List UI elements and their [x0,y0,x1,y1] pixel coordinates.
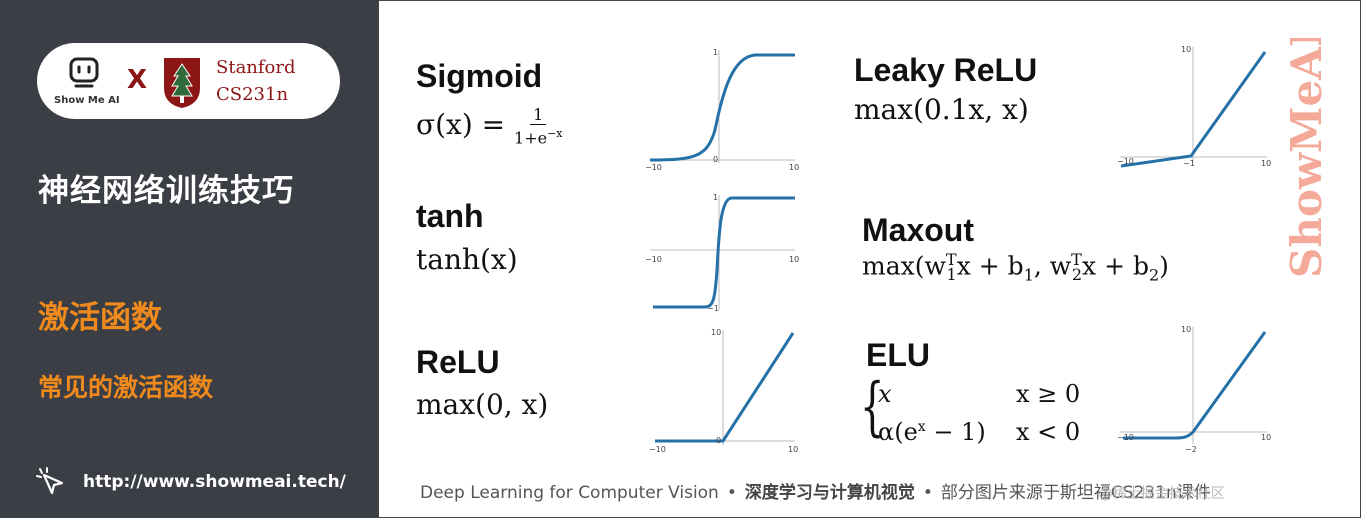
elu-tick-ytop: 10 [1181,325,1191,334]
leaky-tick-mid: −1 [1183,159,1195,168]
maxout-part4: x + b [1082,251,1149,281]
maxout-sup2: T [1071,250,1082,269]
elu-plot: −10 10 10 −2 [1115,322,1280,461]
leaky-relu-formula: max(0.1x, x) [854,93,1029,126]
maxout-sup1: T [945,250,957,269]
footer-sep-2: • [922,483,933,503]
relu-tick-origin: 0 [716,436,721,445]
watermark-text: ShowMeAI [1285,38,1331,278]
elu-tick-xmin: −10 [1117,433,1134,442]
cursor-click-icon [36,467,64,495]
relu-curve [655,332,795,443]
elu-row2-exp: x [917,419,926,435]
section-heading: 激活函数 [38,300,162,336]
leaky-relu-title: Leaky ReLU [854,52,1038,88]
stanford-name: Stanford [216,57,296,78]
tanh-tick-xmax: 10 [789,255,799,264]
relu-formula: max(0, x) [416,388,549,421]
maxout-part3: , w [1033,251,1072,281]
sigmoid-tick-origin: 0 [713,155,718,164]
tanh-tick-ytop: 1 [713,193,718,202]
sigmoid-tick-xmin: −10 [645,163,662,172]
tanh-plot: −10 10 1 −1 [645,190,805,319]
elu-row2-expr: α(ex − 1) [878,418,986,446]
maxout-part2: x + b [956,251,1024,281]
footer-source-note: 部分图片来源于斯坦福CS231n课件 [940,483,1211,503]
leaky-curve [1120,51,1267,168]
site-url-link[interactable]: http://www.showmeai.tech/ [83,472,346,492]
sigmoid-lhs: σ(x) = [416,108,515,142]
maxout-sub1: 1 [946,265,957,285]
elu-tick-mid: −2 [1185,445,1197,454]
sigmoid-denominator: 1+e−x [514,125,562,147]
showmeai-watermark: ShowMeAI [1285,38,1331,278]
elu-title: ELU [866,337,930,373]
relu-title: ReLU [416,344,500,380]
leaky-tick-ytop: 10 [1181,45,1191,54]
sigmoid-tick-xmax: 10 [789,163,799,172]
relu-tick-xmax: 10 [788,445,798,454]
footer: Deep Learning for Computer Vision • 深度学习与计… [420,478,1225,503]
page-title: 神经网络训练技巧 [38,173,294,209]
maxout-formula: max(wT1x + b1, wT2x + b2) [862,250,1169,284]
elu-row2-cond: x < 0 [1016,418,1081,446]
sigmoid-plot: −10 10 1 0 [645,45,805,179]
sigmoid-numerator: 1 [530,106,547,125]
logo-text: Show Me AI [54,95,120,106]
footer-course-en: Deep Learning for Computer Vision [420,483,719,503]
sigmoid-den-base: 1+e [514,128,548,148]
maxout-part1: max(w [862,251,946,281]
elu-row2-alpha: α(e [878,418,918,446]
maxout-part5: ) [1159,251,1169,281]
robot-logo-icon [69,57,99,88]
footer-sep-1: • [726,483,737,503]
collab-x-mark: X [127,65,148,95]
relu-tick-xmin: −10 [649,445,666,454]
maxout-sub-b1: 1 [1023,265,1034,285]
leaky-relu-plot: −10 10 10 −1 [1115,42,1280,181]
subsection-heading: 常见的激活函数 [38,373,214,402]
leaky-tick-xmin: −10 [1117,157,1134,166]
elu-row1-expr: x [878,380,892,408]
relu-plot: −10 10 10 0 [645,325,805,459]
maxout-sub-b2: 2 [1148,265,1160,285]
maxout-title: Maxout [862,212,974,248]
sigmoid-curve [649,53,795,162]
leaky-tick-xmax: 10 [1261,159,1271,168]
footer-platform-watermark: @稀土掘金技术社区 [1098,486,1225,502]
tanh-title: tanh [416,198,484,234]
elu-row2-rest: − 1) [925,418,986,446]
stanford-tree-icon [164,58,200,108]
tanh-curve [653,196,795,309]
elu-tick-xmax: 10 [1261,433,1271,442]
elu-brace: { [860,370,885,444]
sigmoid-title: Sigmoid [416,58,543,94]
stanford-course: CS231n [216,84,289,105]
sigmoid-tick-ytop: 1 [713,48,718,57]
tanh-tick-ybot: −1 [707,304,719,313]
tanh-formula: tanh(x) [416,243,518,276]
sidebar: Show Me AI X Stanford CS231n 神经网络训练技巧 激活… [0,0,378,518]
sigmoid-den-exp: −x [547,127,563,140]
maxout-sub2: 2 [1071,265,1083,285]
tanh-tick-xmin: −10 [645,255,662,264]
relu-tick-ytop: 10 [711,328,721,337]
elu-curve [1123,331,1267,440]
elu-row1-cond: x ≥ 0 [1016,380,1081,408]
footer-course-cn: 深度学习与计算机视觉 [744,483,915,503]
